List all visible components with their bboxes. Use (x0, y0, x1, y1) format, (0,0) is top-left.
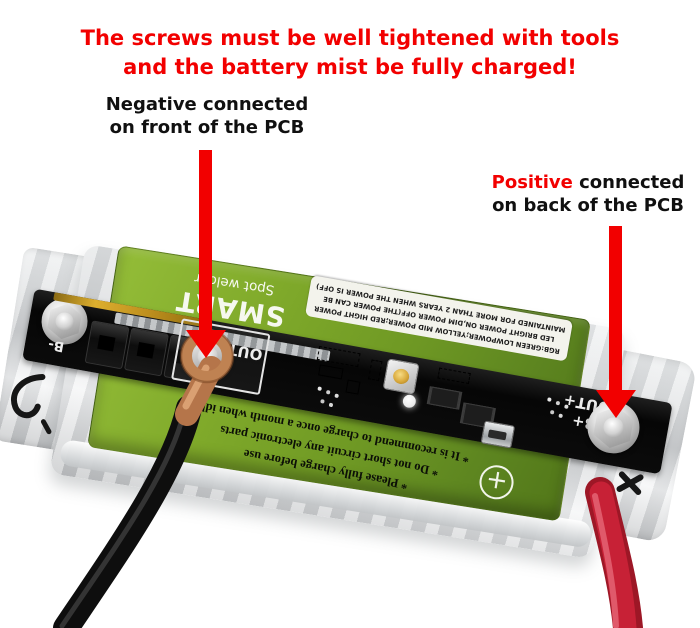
mosfet-window (136, 341, 155, 359)
arrow-positive-shaft (609, 226, 622, 392)
nickel-hook-wire (11, 373, 52, 435)
callout-negative: Negative connected on front of the PCB (82, 93, 332, 139)
callout-positive-line2: on back of the PCB (492, 195, 684, 217)
callout-positive-rest: connected (579, 172, 685, 193)
usb-slot (487, 429, 507, 441)
callout-negative-line2: on front of the PCB (109, 117, 305, 139)
silkscreen-mark (437, 367, 471, 385)
silkscreen-dots (317, 386, 322, 392)
hook-curl (11, 373, 46, 419)
arrow-negative-shaft (199, 150, 212, 332)
callout-positive: Positive connected on back of the PCB (488, 171, 688, 217)
callout-negative-line1: Negative connected (105, 94, 309, 115)
arrow-negative-head-icon (186, 330, 226, 358)
foil-x-mark (613, 466, 647, 500)
ic-chip (428, 386, 461, 410)
mosfet-block (84, 320, 130, 370)
button-cap-icon (391, 367, 411, 386)
callout-positive-highlight: Positive (491, 172, 573, 193)
silkscreen-dots (547, 397, 552, 402)
spot-welder-device: SMART Spot welder RGB:GREEN LOWPOWER;YEL… (0, 232, 700, 597)
status-led (401, 393, 417, 409)
warning-title: The screws must be well tightened with t… (0, 24, 700, 83)
tactile-button (382, 358, 420, 395)
warning-line-1: The screws must be well tightened with t… (80, 26, 620, 50)
silkscreen-mark (316, 345, 361, 368)
silkscreen-mark (368, 359, 383, 382)
callout-positive-line1: Positive connected (488, 171, 688, 194)
mosfet-block (123, 327, 169, 377)
hook-tail (40, 419, 52, 435)
arrow-positive-head-icon (596, 390, 636, 418)
warning-line-2: and the battery mist be fully charged! (123, 55, 577, 80)
silkscreen-mark (318, 364, 344, 380)
silkscreen-mark (345, 379, 361, 395)
mosfet-window (97, 334, 116, 352)
